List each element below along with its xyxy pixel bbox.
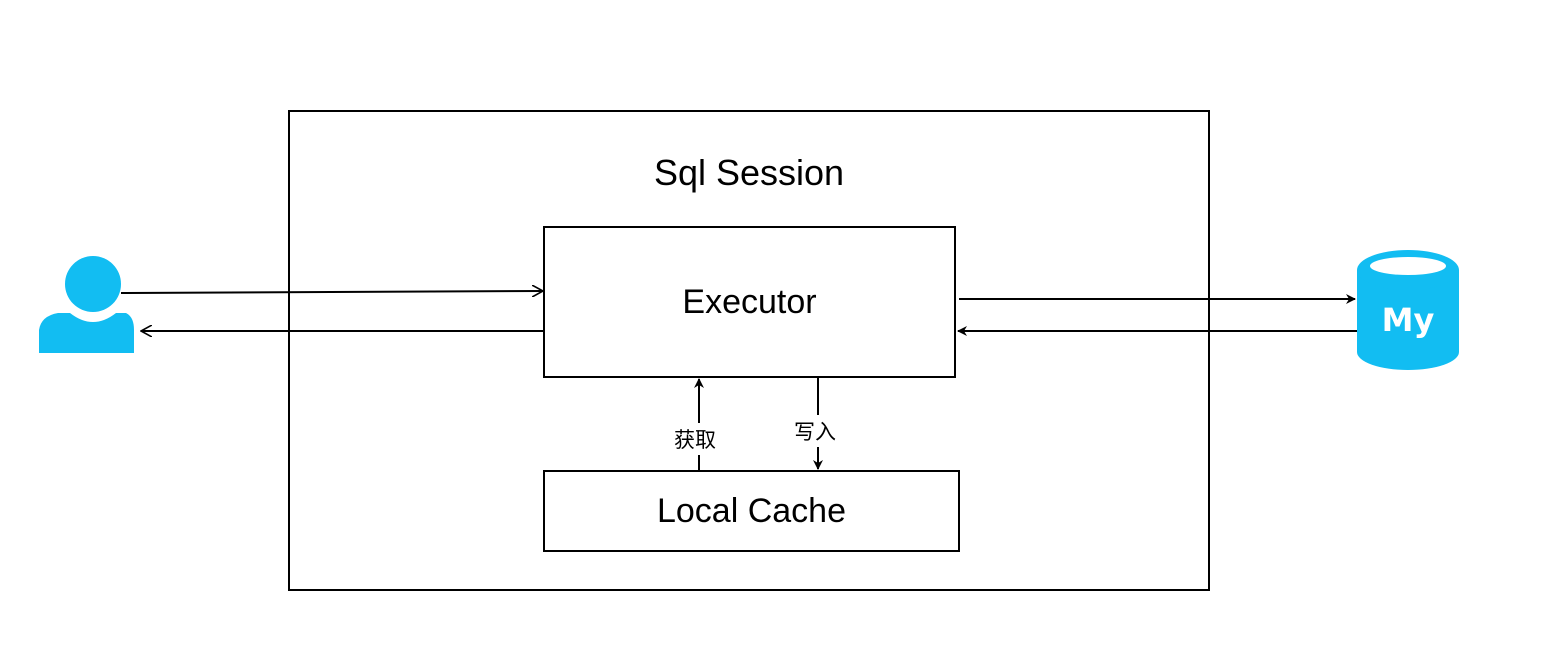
- get-edge-label: 获取: [674, 423, 716, 455]
- mysql-database-icon: My: [1357, 250, 1459, 370]
- executor-node: Executor: [543, 226, 956, 378]
- sql-session-title: Sql Session: [653, 152, 845, 193]
- put-edge-label: 写入: [794, 415, 836, 447]
- local-cache-node: Local Cache: [543, 470, 960, 552]
- sql-session-container: Sql Session: [288, 110, 1210, 591]
- executor-label: Executor: [682, 282, 817, 321]
- user-to-executor-arrow: [120, 291, 543, 293]
- user-icon: [39, 256, 134, 353]
- local-cache-label: Local Cache: [656, 491, 846, 530]
- database-label: My: [1382, 301, 1435, 339]
